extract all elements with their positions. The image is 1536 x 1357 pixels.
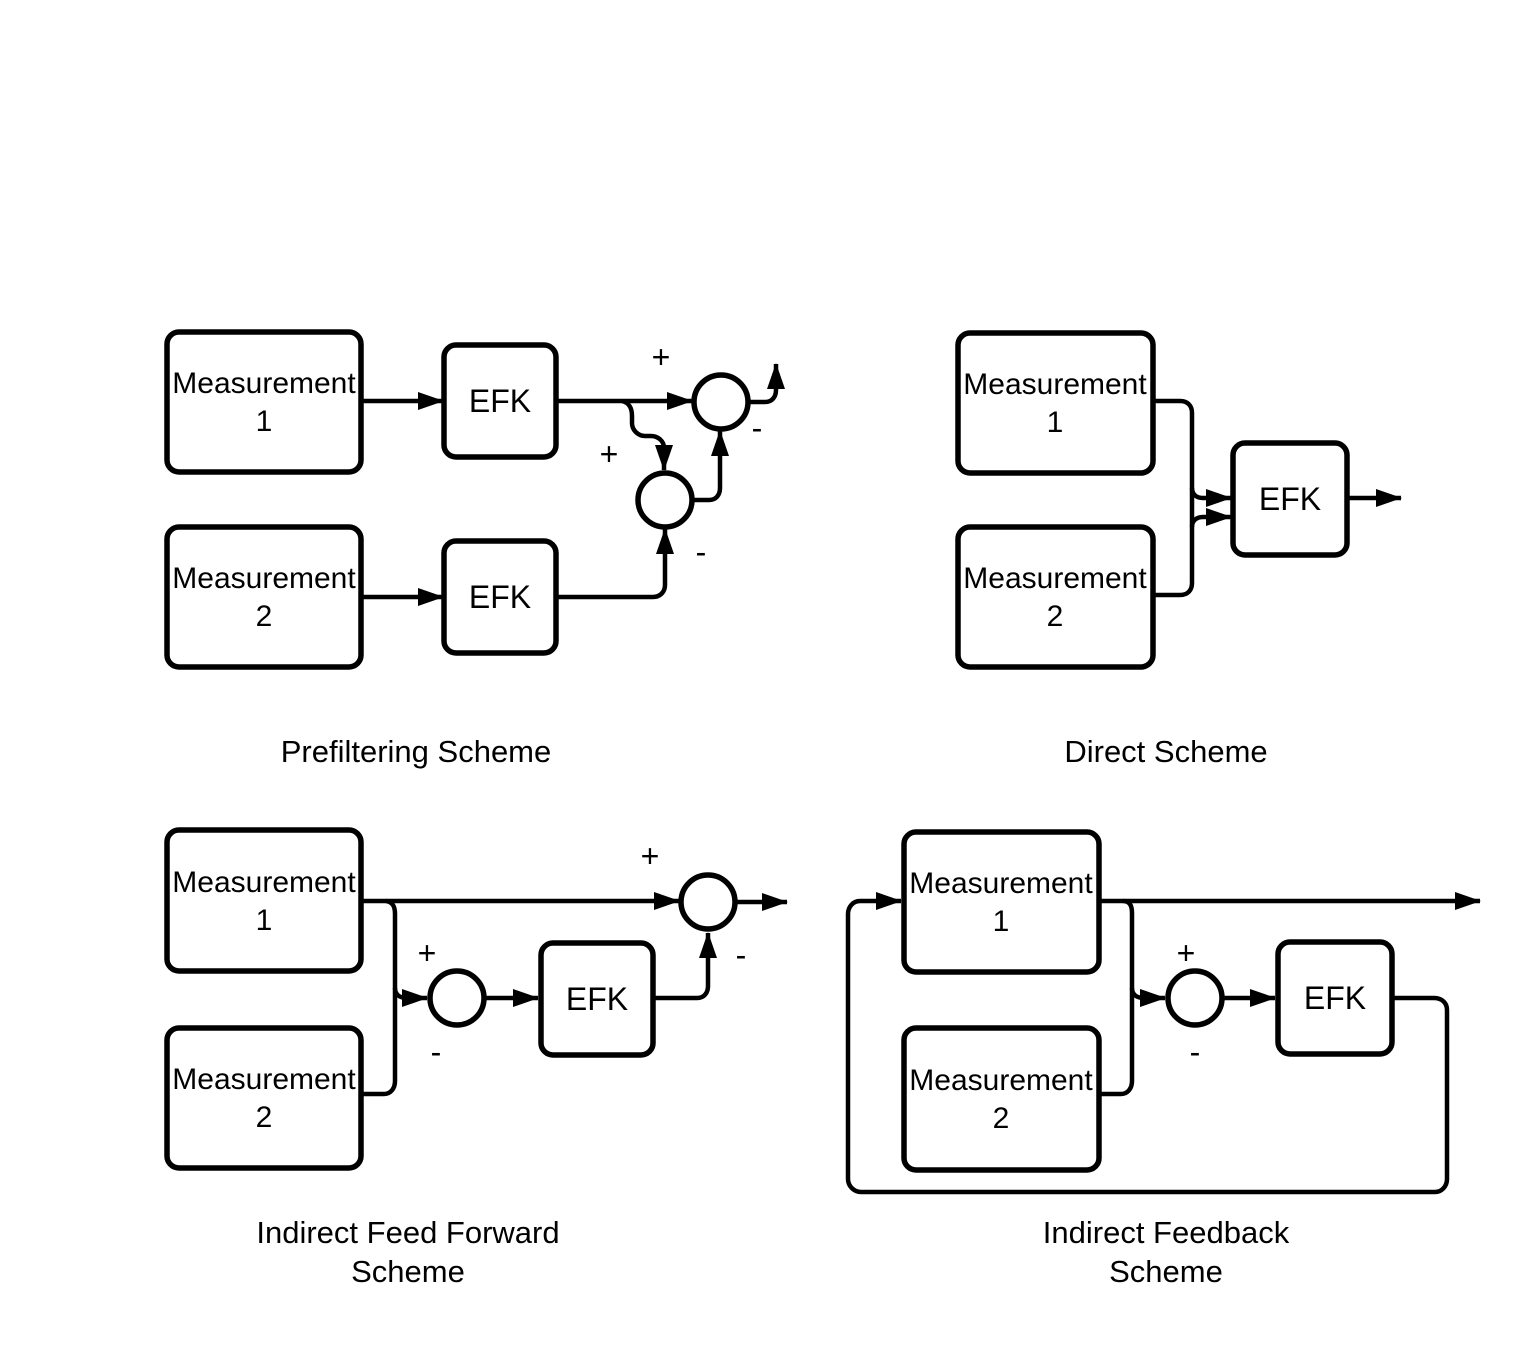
iff-measurement1-label-line2: 1 [256, 904, 273, 937]
wire-ifb-feedback-loop [845, 892, 1450, 1195]
direct-measurement1-label-line1: Measurement [963, 368, 1147, 401]
prefiltering-scheme: Measurement 1 Measurement 2 EFK EFK + - … [164, 329, 785, 769]
wire-into-error-sum [392, 987, 428, 1007]
ifb-measurement2-label-line2: 2 [993, 1102, 1010, 1135]
ifb-measurement2-box [901, 1025, 1102, 1173]
ifb-measurement1-box [901, 829, 1102, 975]
wire-direct-merge-vertical [1153, 398, 1195, 598]
iff-measurement2-box [164, 1025, 364, 1171]
prefiltering-measurement1-label-line2: 1 [256, 405, 273, 438]
iff-error-plus-sign: + [418, 935, 437, 971]
iff-error-sum-junction [427, 968, 487, 1028]
prefiltering-upper-plus-sign: + [652, 339, 671, 375]
iff-efk-label: EFK [566, 981, 628, 1017]
wire-ifb-merge-vertical [1099, 898, 1135, 1097]
prefiltering-measurement1-box [164, 329, 364, 475]
iff-output-plus-sign: + [641, 838, 660, 874]
direct-measurement1-label-line2: 1 [1047, 406, 1064, 439]
prefiltering-measurement2-label-line1: Measurement [172, 562, 356, 595]
indirect-feedback-scheme: Measurement 1 Measurement 2 EFK + - Indi… [845, 829, 1481, 1289]
prefiltering-measurement2-box [164, 524, 364, 670]
iff-output-minus-sign: - [736, 937, 747, 973]
iff-measurement1-box [164, 827, 364, 974]
ifb-sum-junction [1165, 968, 1225, 1028]
direct-scheme-title: Direct Scheme [1064, 734, 1267, 769]
direct-measurement1-box [955, 330, 1156, 476]
prefiltering-scheme-title: Prefiltering Scheme [281, 734, 552, 769]
wire-m1-into-efk [1189, 487, 1232, 507]
wire-lower-sum-to-upper-sum [692, 430, 729, 503]
prefiltering-lower-plus-sign: + [600, 436, 619, 472]
ifb-plus-sign: + [1177, 935, 1196, 971]
prefiltering-lower-sum-junction [635, 470, 695, 530]
wire-efk2-to-lower-sum [556, 528, 674, 600]
direct-efk-label: EFK [1259, 481, 1321, 517]
iff-scheme-title-line1: Indirect Feed Forward [256, 1215, 559, 1250]
indirect-feed-forward-scheme: Measurement 1 Measurement 2 EFK + - + - … [164, 827, 788, 1289]
ifb-measurement1-label-line2: 1 [993, 905, 1010, 938]
iff-measurement2-label-line2: 2 [256, 1101, 273, 1134]
ifb-minus-sign: - [1190, 1034, 1201, 1070]
wire-branch-to-lower-sum [621, 398, 673, 471]
wire-upper-sum-output [748, 363, 785, 405]
ifb-measurement2-label-line1: Measurement [909, 1064, 1093, 1097]
iff-scheme-title-line2: Scheme [351, 1254, 465, 1289]
wire-into-ifb-sum [1129, 987, 1166, 1007]
wire-iff-merge-vertical [361, 898, 398, 1097]
prefiltering-measurement2-label-line2: 2 [256, 600, 273, 633]
ifb-scheme-title-line1: Indirect Feedback [1043, 1215, 1290, 1250]
direct-measurement2-label-line1: Measurement [963, 562, 1147, 595]
prefiltering-efk2-label: EFK [469, 579, 531, 615]
wire-m2-into-efk [1189, 508, 1232, 528]
prefiltering-upper-minus-sign: - [752, 410, 763, 446]
ifb-efk-label: EFK [1304, 980, 1366, 1016]
iff-measurement1-label-line1: Measurement [172, 866, 356, 899]
ifb-measurement1-label-line1: Measurement [909, 867, 1093, 900]
iff-error-minus-sign: - [431, 1034, 442, 1070]
wire-efk-to-output-sum [653, 932, 717, 1001]
prefiltering-lower-minus-sign: - [696, 534, 707, 570]
iff-output-sum-junction [678, 872, 738, 932]
prefiltering-efk1-label: EFK [469, 383, 531, 419]
ifb-scheme-title-line2: Scheme [1109, 1254, 1223, 1289]
direct-measurement2-box [955, 524, 1156, 670]
prefiltering-measurement1-label-line1: Measurement [172, 367, 356, 400]
direct-measurement2-label-line2: 2 [1047, 600, 1064, 633]
prefiltering-upper-sum-junction [691, 372, 751, 432]
iff-measurement2-label-line1: Measurement [172, 1063, 356, 1096]
direct-scheme: Measurement 1 Measurement 2 EFK Direct S… [955, 330, 1402, 769]
